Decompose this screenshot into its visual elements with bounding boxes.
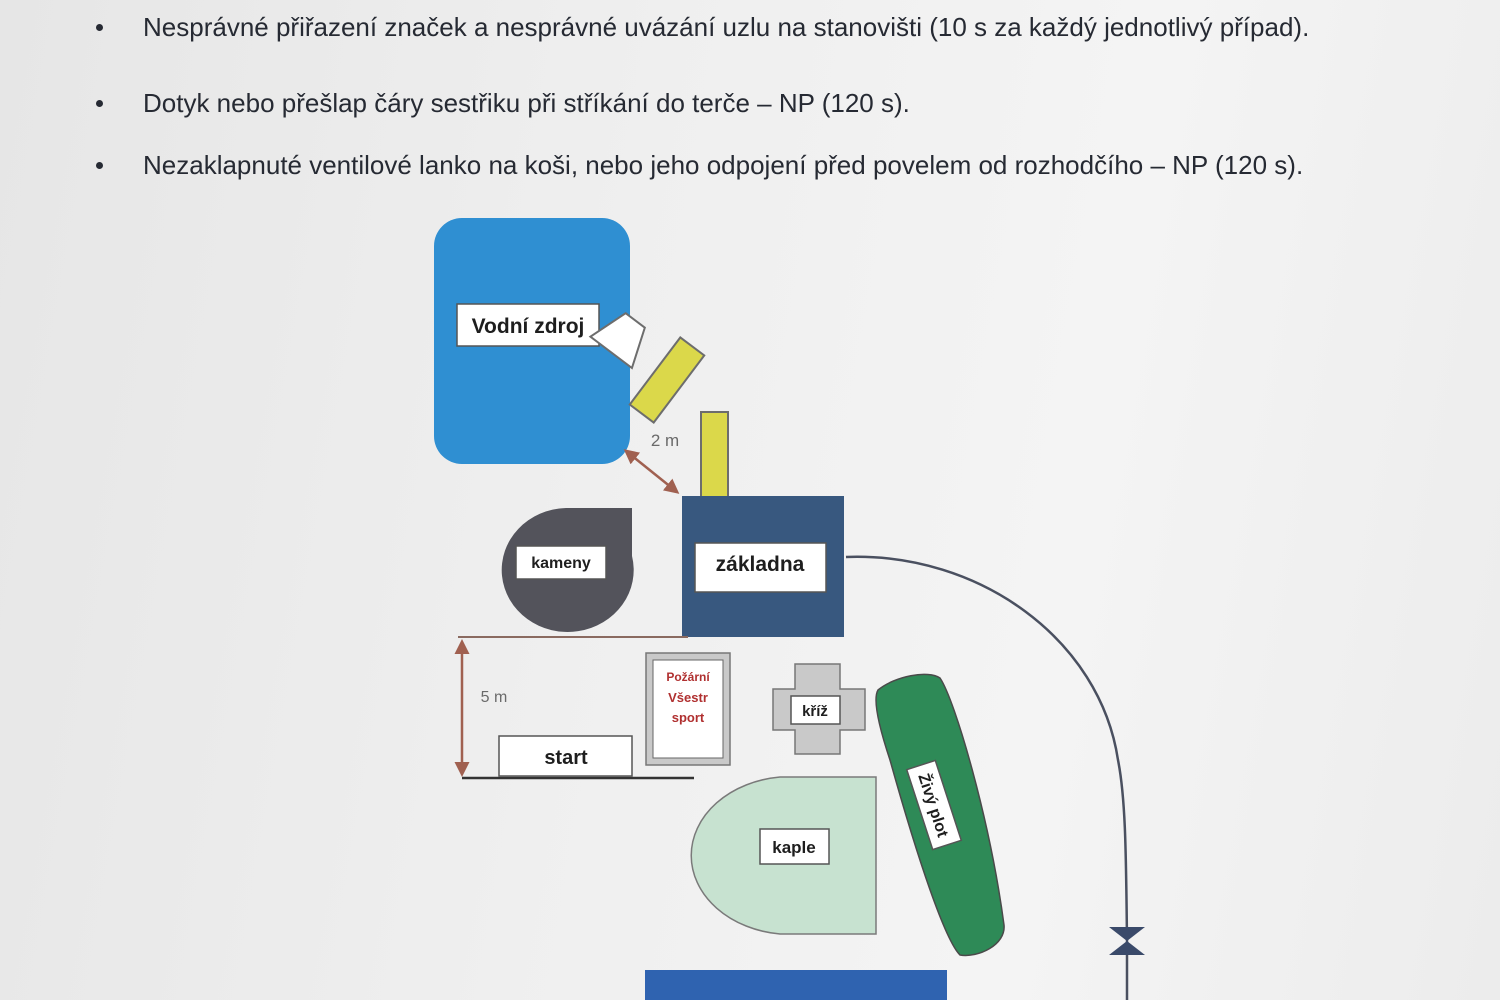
start-label: start [544, 747, 588, 769]
start-box [498, 735, 633, 777]
cross-label-box [790, 695, 841, 725]
stones-label: kameny [531, 555, 591, 572]
suction-hose-vertical [700, 411, 729, 499]
base-label-box [694, 542, 827, 593]
bullet-item: Nesprávné přiřazení značek a nesprávné u… [96, 12, 1309, 43]
bullet-item: Dotyk nebo přešlap čáry sestřiku při stř… [96, 88, 910, 119]
bullet-dot [96, 24, 103, 31]
bullet-text: Nesprávné přiřazení značek a nesprávné u… [143, 12, 1310, 42]
fire-sport-sign-inner [652, 659, 724, 759]
bullet-text: Nezaklapnuté ventilové lanko na koši, ne… [143, 150, 1304, 180]
fire-sport-sign-line3: sport [672, 710, 705, 725]
stones-label-box [515, 545, 607, 580]
water-source-label: Vodní zdroj [472, 315, 585, 338]
chapel-label-box [759, 828, 830, 865]
suction-strainer [588, 311, 646, 370]
bullet-text: Dotyk nebo přešlap čáry sestřiku při stř… [143, 88, 910, 118]
hedge-label-box [905, 759, 963, 851]
target-area-bar [645, 970, 947, 1000]
distance-2m-arrow [623, 449, 680, 494]
pressure-hose-line [845, 555, 1129, 1000]
bullet-dot [96, 100, 103, 107]
fire-sport-sign-line2: Všestr [668, 690, 708, 705]
chapel-label: kaple [772, 838, 815, 857]
bullet-dot [96, 162, 103, 169]
rules-bullet-list: Nesprávné přiřazení značek a nesprávné u… [0, 0, 1500, 200]
base-label: základna [716, 553, 805, 576]
fire-sport-sign-line1: Požární [666, 670, 710, 684]
valve-icon [1109, 927, 1145, 955]
water-source-label-box [456, 303, 600, 347]
suction-hose-angled [628, 336, 706, 424]
distance-2m-label: 2 m [651, 431, 679, 450]
cross-label: kříž [802, 703, 828, 720]
bullet-item: Nezaklapnuté ventilové lanko na koši, ne… [96, 150, 1303, 181]
distance-5m-label: 5 m [481, 689, 508, 706]
